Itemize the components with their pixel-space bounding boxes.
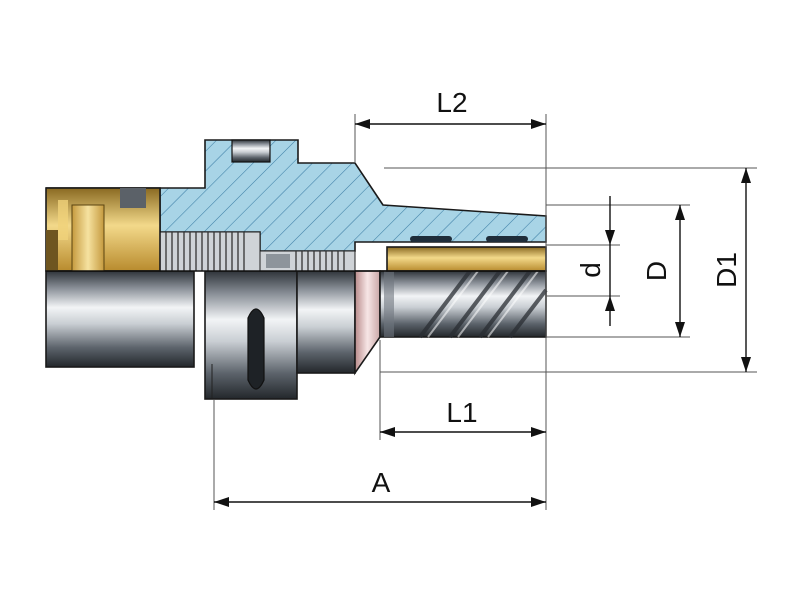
brass-collet [45,187,161,272]
thread-section [159,231,356,272]
collar [296,270,356,374]
label-L1: L1 [446,397,477,428]
label-d: d [575,262,606,278]
label-D1: D1 [711,252,742,288]
coolant-slot-1 [410,236,452,242]
coolant-slot-2 [486,236,528,242]
extension-lines [213,114,757,510]
taper-pink [354,270,381,376]
dimension-lines [214,119,751,507]
inner-bore [386,246,547,272]
label-D: D [641,261,672,281]
label-L2: L2 [436,87,467,118]
section-view [45,139,547,272]
key-slot [247,308,265,390]
flange-screw [231,139,271,163]
shank-left [45,270,195,368]
exterior-view [45,269,548,400]
dimension-labels: L2 L1 A d D D1 [372,87,742,498]
label-A: A [372,467,391,498]
